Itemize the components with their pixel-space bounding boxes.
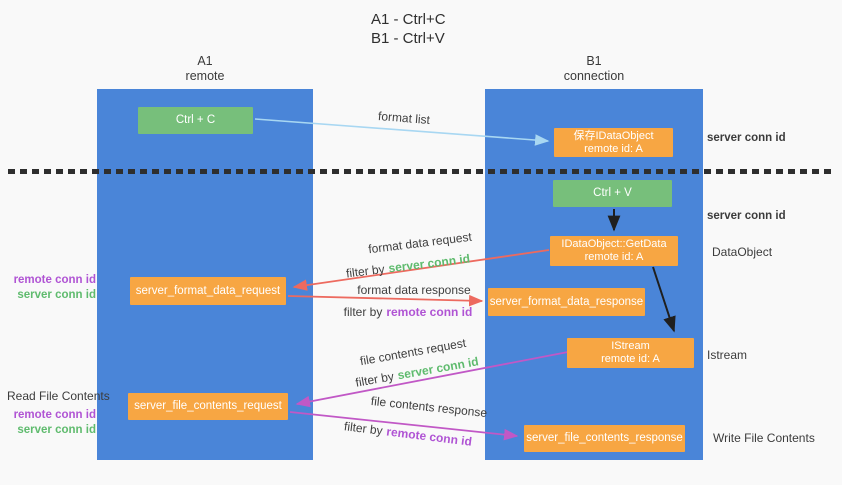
remote-conn-id-text: remote conn id — [385, 424, 473, 449]
file-contents-response-edge-label: file contents response — [370, 393, 488, 421]
getdata-label: IDataObject::GetData — [561, 238, 667, 250]
remote-conn-id-text: remote conn id — [386, 305, 473, 319]
save-idataobject-node: 保存IDataObject remote id: A — [554, 128, 673, 157]
server-format-data-response-label: server_format_data_response — [489, 295, 644, 308]
ctrl-c-label: Ctrl + C — [175, 114, 216, 126]
remote-conn-id-left-bottom: remote conn id — [13, 409, 96, 421]
istream-label: IStream — [611, 340, 650, 352]
istream-remote-id: remote id: A — [601, 353, 660, 365]
server-conn-id-text: server conn id — [387, 251, 471, 276]
title-line-a1: A1 - Ctrl+C — [371, 11, 446, 28]
conn-id-stack-bottom: remote conn id server conn id — [0, 408, 96, 438]
server-file-contents-request-label: server_file_contents_request — [134, 400, 282, 412]
server-file-contents-response-node: server_file_contents_response — [524, 425, 685, 452]
istream-side-label: Istream — [707, 348, 748, 362]
server-conn-id-right-top: server conn id — [707, 132, 786, 144]
idataobject-getdata-node: IDataObject::GetData remote id: A — [550, 236, 678, 266]
filter-by-text: filter by — [345, 261, 386, 281]
dataobject-side-label: DataObject — [712, 245, 773, 259]
ctrl-v-label: Ctrl + V — [593, 187, 632, 199]
diagram-title: A1 - Ctrl+C B1 - Ctrl+V — [371, 10, 446, 48]
column-a1-name: A1 — [197, 54, 213, 68]
filter-by-text: filter by — [343, 305, 383, 319]
conn-id-stack-top: remote conn id server conn id — [0, 273, 96, 303]
filter-by-text: filter by — [354, 369, 395, 390]
server-format-data-response-node: server_format_data_response — [488, 288, 645, 316]
save-idataobject-remote-id: remote id: A — [584, 142, 643, 155]
save-idataobject-label: 保存IDataObject — [573, 129, 654, 142]
server-format-data-request-label: server_format_data_request — [135, 284, 281, 297]
server-format-data-request-node: server_format_data_request — [130, 277, 286, 305]
server-conn-id-right-mid: server conn id — [707, 210, 786, 222]
server-conn-id-left-bottom: server conn id — [17, 424, 96, 436]
column-header-a1: A1 remote — [145, 54, 265, 84]
server-file-contents-request-node: server_file_contents_request — [128, 393, 288, 420]
column-a1-role: remote — [185, 69, 225, 83]
getdata-remote-id: remote id: A — [584, 251, 644, 263]
title-line-b1: B1 - Ctrl+V — [371, 30, 445, 47]
column-b1-role: connection — [563, 69, 625, 83]
ctrl-v-node: Ctrl + V — [553, 180, 672, 207]
column-header-b1: B1 connection — [534, 54, 654, 84]
format-data-response-edge-label: format data response — [357, 283, 471, 297]
server-file-contents-response-label: server_file_contents_response — [526, 432, 683, 444]
session-separator-dotted-line — [8, 169, 836, 174]
remote-conn-id-left-top: remote conn id — [13, 274, 96, 286]
ctrl-c-node: Ctrl + C — [138, 107, 253, 134]
read-file-contents-label: Read File Contents — [7, 389, 110, 403]
filter-by-text: filter by — [343, 419, 384, 438]
format-list-edge-label: format list — [377, 108, 431, 128]
server-conn-id-left-top: server conn id — [17, 289, 96, 301]
istream-node: IStream remote id: A — [567, 338, 694, 368]
column-b1-name: B1 — [586, 54, 602, 68]
write-file-contents-label: Write File Contents — [713, 431, 815, 445]
